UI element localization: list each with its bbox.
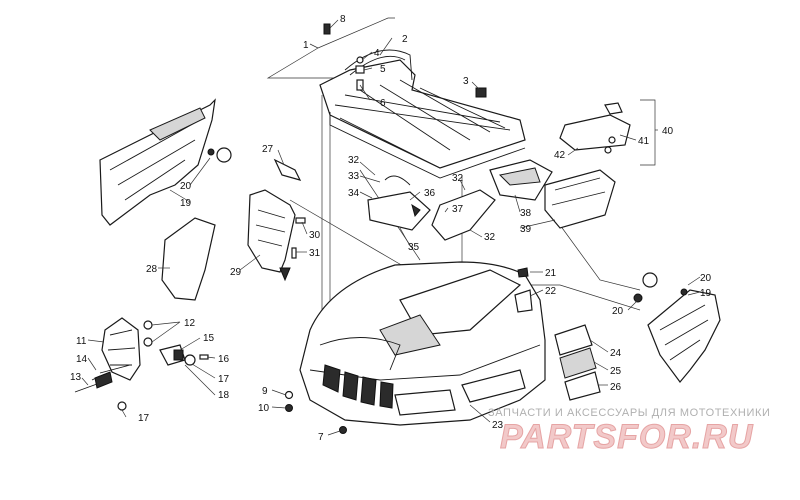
screw-12a — [143, 320, 153, 330]
callout-7: 7 — [318, 432, 324, 443]
bracket-29 — [247, 189, 306, 282]
headlight-assembly — [74, 317, 209, 411]
callout-19-left: 19 — [180, 198, 192, 209]
callout-21: 21 — [545, 268, 557, 279]
callout-42: 42 — [554, 150, 566, 161]
callout-30: 30 — [309, 230, 321, 241]
watermark-logo: PARTSFOR.RU — [500, 418, 754, 456]
callout-labels: 1 2 3 4 5 6 7 8 9 10 11 12 13 14 15 16 1… — [70, 14, 712, 443]
box-39 — [544, 169, 616, 229]
callout-20-lower: 20 — [612, 306, 624, 317]
washer-17 — [184, 354, 196, 366]
callout-40: 40 — [662, 126, 674, 137]
grommet-15 — [173, 349, 184, 361]
callout-36: 36 — [424, 188, 436, 199]
callout-18: 18 — [218, 390, 230, 401]
watermark-tagline: ЗАПЧАСТИ И АКСЕССУАРЫ ДЛЯ МОТОТЕХНИКИ — [488, 407, 770, 419]
decal-24 — [554, 324, 593, 356]
callout-28: 28 — [146, 264, 158, 275]
rear-rack — [319, 49, 526, 179]
storage-parts — [367, 159, 616, 241]
callout-13: 13 — [70, 372, 82, 383]
screw-12b — [143, 337, 153, 347]
decal-26 — [564, 371, 601, 401]
callout-39: 39 — [520, 224, 532, 235]
callout-32b: 32 — [452, 173, 464, 184]
decals — [554, 324, 601, 401]
callout-3: 3 — [463, 76, 469, 87]
callout-20-right: 20 — [700, 273, 712, 284]
callout-37: 37 — [452, 204, 464, 215]
callout-16: 16 — [218, 354, 230, 365]
panel-27 — [273, 158, 302, 181]
callout-4: 4 — [374, 48, 380, 59]
screw-30 — [295, 217, 306, 224]
fastener-9 — [284, 390, 294, 400]
callout-20-left: 20 — [180, 181, 192, 192]
callout-33: 33 — [348, 171, 360, 182]
spring-13 — [94, 371, 113, 389]
callout-leaders — [81, 19, 701, 436]
callout-6: 6 — [380, 98, 386, 109]
callout-34: 34 — [348, 188, 360, 199]
callout-8: 8 — [340, 14, 346, 25]
callout-32a: 32 — [348, 155, 360, 166]
callout-10: 10 — [258, 403, 270, 414]
callout-2: 2 — [402, 34, 408, 45]
bolt-8 — [323, 23, 331, 35]
bracket-22 — [514, 289, 533, 313]
callout-12: 12 — [184, 318, 196, 329]
callout-15: 15 — [203, 333, 215, 344]
bolt-16 — [199, 354, 209, 360]
tray-35 — [367, 191, 431, 231]
callout-23: 23 — [492, 420, 504, 431]
clip-21 — [517, 267, 529, 278]
callout-25: 25 — [610, 366, 622, 377]
watermark: ЗАПЧАСТИ И АКСЕССУАРЫ ДЛЯ МОТОТЕХНИКИ PA… — [488, 407, 770, 457]
nut-3 — [475, 87, 487, 98]
callout-5: 5 — [380, 64, 386, 75]
callout-32c: 32 — [484, 232, 496, 243]
decal-25 — [559, 347, 597, 379]
fastener-7 — [339, 426, 347, 434]
rivet-31 — [291, 247, 297, 259]
fender-nut-20-right — [642, 272, 658, 288]
callout-41: 41 — [638, 136, 650, 147]
callout-17b: 17 — [138, 413, 150, 424]
callout-24: 24 — [610, 348, 622, 359]
screw-4 — [356, 56, 364, 64]
callout-22: 22 — [545, 286, 557, 297]
right-front-fender — [633, 272, 721, 383]
callout-9: 9 — [262, 386, 268, 397]
fender-fastener-20 — [633, 293, 643, 303]
callout-14: 14 — [76, 354, 88, 365]
callout-35: 35 — [408, 242, 420, 253]
callout-17a: 17 — [218, 374, 230, 385]
callout-1: 1 — [303, 40, 309, 51]
callout-29: 29 — [230, 267, 242, 278]
washer-5 — [355, 65, 365, 74]
callout-19-right: 19 — [700, 288, 712, 299]
callout-11: 11 — [76, 336, 87, 347]
callout-31: 31 — [309, 248, 321, 259]
lid-assembly-40 — [559, 102, 631, 154]
callout-27: 27 — [262, 144, 274, 155]
fastener-10 — [285, 404, 293, 412]
fender-nut-20-left — [216, 147, 232, 163]
washer-17b — [117, 401, 127, 411]
front-body-panel — [299, 261, 546, 426]
callout-26: 26 — [610, 382, 622, 393]
splash-panel-28 — [161, 217, 216, 301]
callout-38: 38 — [520, 208, 532, 219]
left-rear-fender — [99, 98, 232, 226]
